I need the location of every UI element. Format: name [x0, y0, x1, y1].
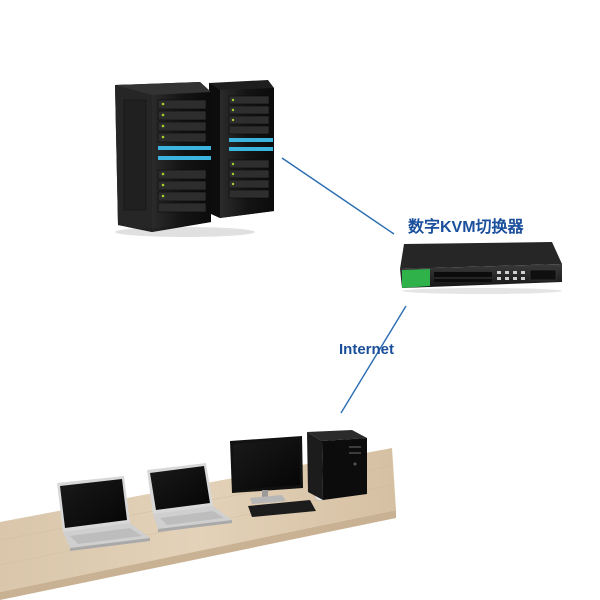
internet-label: Internet: [339, 341, 395, 358]
kvm-switch-label: 数字KVM切换器: [408, 219, 524, 236]
laptop-2: [147, 463, 232, 532]
connector-servers-to-kvm: [281, 157, 395, 235]
desktop-monitor: [230, 436, 303, 504]
laptop-1: [57, 476, 150, 551]
desktop-tower: [307, 430, 367, 500]
server-rack-icon: [115, 80, 274, 237]
keyboard: [248, 500, 316, 517]
kvm-switch-icon: [400, 242, 562, 294]
workstation-icon: [57, 430, 367, 551]
connector-kvm-to-workstations: [340, 305, 407, 414]
